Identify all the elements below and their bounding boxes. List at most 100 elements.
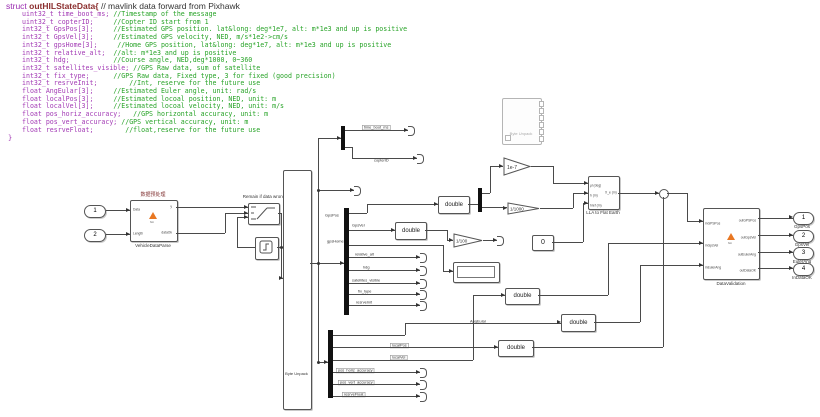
wire <box>447 230 448 240</box>
struct-annotation[interactable]: struct outHILStateData{ // mavlink data … <box>6 1 436 143</box>
terminator-block[interactable] <box>408 126 415 136</box>
struct-member-line: uint32_t time_boot_ms; //Timestamp of th… <box>22 10 217 18</box>
double-block-3[interactable]: double <box>505 288 540 305</box>
wire <box>352 147 353 158</box>
wire <box>687 221 703 222</box>
terminator-block[interactable] <box>420 253 427 263</box>
constant-zero-block[interactable]: 0 <box>532 235 554 251</box>
arrowhead <box>416 369 420 374</box>
outport-1[interactable]: 1 <box>793 212 814 225</box>
wire <box>278 213 281 214</box>
arrowhead <box>557 319 561 324</box>
wire <box>553 183 588 184</box>
inport-2[interactable]: 2 <box>84 229 106 242</box>
terminator-block[interactable] <box>420 279 427 289</box>
arrowhead <box>493 237 497 242</box>
terminator-block[interactable] <box>354 186 361 196</box>
wire <box>758 252 793 253</box>
wire <box>318 138 341 139</box>
signal-fix-type: fix_type <box>358 290 372 294</box>
wire <box>349 213 367 214</box>
wire <box>640 265 641 322</box>
memory-icon <box>259 240 273 254</box>
gain-1e-7[interactable]: 1e-7 <box>503 157 532 176</box>
data-validation-block[interactable] <box>703 208 760 280</box>
wire <box>349 283 420 284</box>
arrowhead <box>350 187 354 192</box>
terminator-block[interactable] <box>420 266 427 276</box>
arrowhead <box>279 275 283 280</box>
outport-2-label: GpsVel <box>794 242 810 247</box>
gain-1-100[interactable]: 1/100 <box>453 233 483 248</box>
wire <box>425 230 447 231</box>
struct-header-comment: // mavlink data forward from Pixhawk <box>100 1 240 11</box>
wire <box>333 396 420 397</box>
inport-1[interactable]: 1 <box>84 205 106 218</box>
sum-junction[interactable] <box>659 189 669 199</box>
arrowhead <box>244 210 248 215</box>
memory-block[interactable] <box>255 237 279 260</box>
demux-top[interactable] <box>341 126 345 150</box>
double-block-5[interactable]: double <box>498 340 534 357</box>
port-length: Length <box>133 232 144 236</box>
arrowhead <box>340 260 344 265</box>
wire <box>758 218 793 219</box>
wire <box>482 207 507 208</box>
struct-member-line: float resrveFloat; //float,reserve for t… <box>22 125 261 134</box>
demux-floats[interactable] <box>328 330 333 398</box>
wire <box>540 208 573 209</box>
wire <box>225 213 248 214</box>
gain-1-1000[interactable]: 1/1000 <box>507 202 540 215</box>
terminator-block[interactable] <box>420 301 427 311</box>
wire-junction <box>317 189 320 192</box>
vehicle-parse-title: 数据预处理 <box>140 192 166 198</box>
signal-satellites-visible: satellites_visible <box>352 279 381 283</box>
wire <box>367 204 368 213</box>
faded-block-icon <box>505 135 511 141</box>
demux-gps-ints[interactable] <box>344 208 349 315</box>
double-block-4[interactable]: double <box>561 314 596 332</box>
wire <box>473 295 474 360</box>
wire <box>490 166 503 167</box>
double-block-1[interactable]: double <box>438 196 470 214</box>
arrowhead <box>324 359 328 364</box>
terminator-block[interactable] <box>420 290 427 300</box>
wire <box>345 147 353 148</box>
outport-4[interactable]: 4 <box>793 263 814 276</box>
arrowhead <box>789 214 793 219</box>
wire <box>443 271 453 272</box>
outport-3[interactable]: 3 <box>793 247 814 260</box>
terminator-block[interactable] <box>497 236 504 246</box>
wire <box>483 240 497 241</box>
wire <box>349 230 395 231</box>
double-block-2[interactable]: double <box>395 222 427 240</box>
wire <box>532 347 663 348</box>
wire <box>490 166 491 193</box>
terminator-block[interactable] <box>420 392 427 402</box>
wire <box>473 295 505 296</box>
terminator-block[interactable] <box>417 154 424 164</box>
signal-angeular: AngEular <box>470 320 487 324</box>
port-y: y <box>170 205 172 209</box>
arrowhead <box>391 227 395 232</box>
arrowhead <box>416 254 420 259</box>
struct-member-line: int32_t resrveInit; //Int, reserve for t… <box>22 79 261 88</box>
vehicle-data-parse-block[interactable] <box>130 200 178 242</box>
dv-out-gpsvel: outGpsVel <box>740 236 756 240</box>
dv-in-gpspos: inGPSPos <box>705 222 721 226</box>
byte-unpack-faded-label: Byte Unpack <box>509 131 533 136</box>
demux-gpspos[interactable] <box>478 188 482 212</box>
arrowhead <box>244 214 248 219</box>
byte-unpack-block[interactable] <box>283 170 312 410</box>
arrowhead <box>789 249 793 254</box>
terminator-block[interactable] <box>420 368 427 378</box>
wire <box>333 360 473 361</box>
wire <box>106 210 130 211</box>
outport-2[interactable]: 2 <box>793 230 814 243</box>
lla-to-flat-earth-block[interactable] <box>588 176 620 210</box>
terminator-block[interactable] <box>420 380 427 390</box>
arrowhead <box>699 262 703 267</box>
signal-hdg: hdg <box>363 266 370 270</box>
dv-in-eulerang: inEulerAng <box>705 266 722 270</box>
